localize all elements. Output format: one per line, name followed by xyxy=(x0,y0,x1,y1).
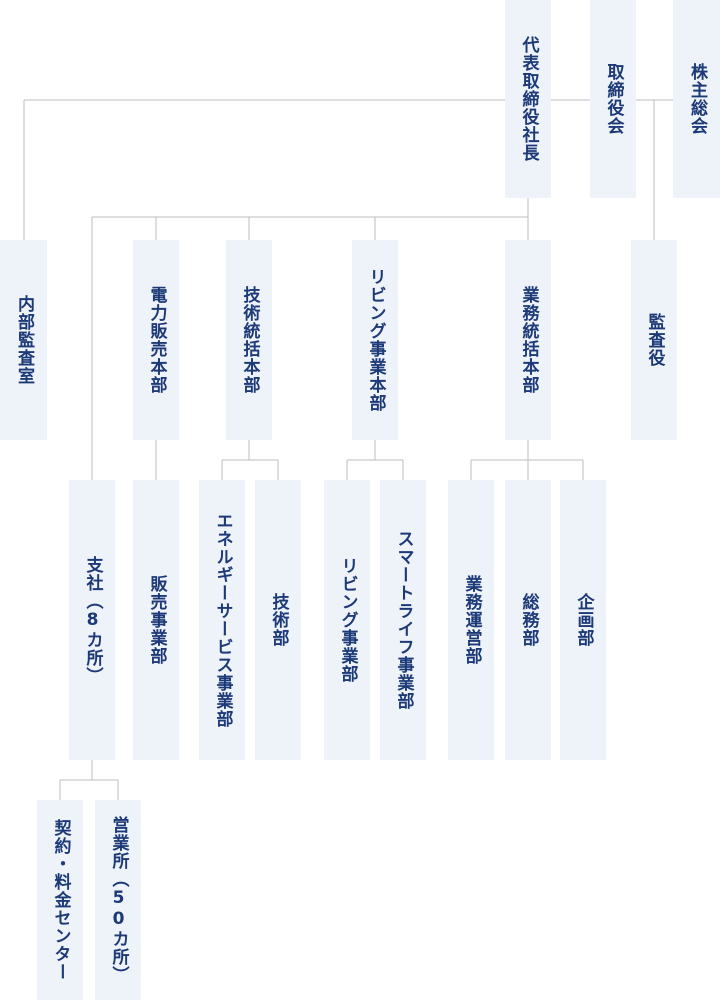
contract-center-box: 契約・料金センター xyxy=(37,800,83,1000)
tech-hq-box: 技術統括本部 xyxy=(226,240,272,440)
planning-dept-box: 企画部 xyxy=(560,480,606,760)
branches-label: 支社（8カ所） xyxy=(82,555,103,685)
branches-box: 支社（8カ所） xyxy=(69,480,115,760)
energy-service-dept-box: エネルギーサービス事業部 xyxy=(199,480,245,760)
shareholders-label: 株主総会 xyxy=(687,63,707,135)
tech-hq-label: 技術統括本部 xyxy=(239,286,260,394)
board-label: 取締役会 xyxy=(603,63,624,135)
living-dept-box: リビング事業部 xyxy=(324,480,370,760)
internal-audit-box: 内部監査室 xyxy=(0,240,47,440)
president-box: 代表取締役社長 xyxy=(505,0,551,198)
auditor-label: 監査役 xyxy=(644,313,665,367)
auditor-box: 監査役 xyxy=(631,240,677,440)
president-label: 代表取締役社長 xyxy=(518,36,539,162)
sales-offices-box: 営業所（50カ所） xyxy=(95,800,141,1000)
shareholders-box: 株主総会 xyxy=(673,0,720,198)
sales-dept-box: 販売事業部 xyxy=(133,480,179,760)
smart-life-dept-label: スマートライフ事業部 xyxy=(393,530,414,710)
tech-dept-box: 技術部 xyxy=(255,480,301,760)
internal-audit-label: 内部監査室 xyxy=(14,295,34,385)
general-affairs-dept-box: 総務部 xyxy=(505,480,551,760)
sales-dept-label: 販売事業部 xyxy=(146,575,167,665)
planning-dept-label: 企画部 xyxy=(573,593,594,647)
board-box: 取締役会 xyxy=(590,0,636,198)
sales-offices-label: 営業所（50カ所） xyxy=(108,816,129,984)
general-affairs-dept-label: 総務部 xyxy=(518,593,539,647)
business-hq-box: 業務統括本部 xyxy=(505,240,551,440)
business-ops-dept-box: 業務運営部 xyxy=(448,480,494,760)
business-ops-dept-label: 業務運営部 xyxy=(461,575,482,665)
power-sales-hq-box: 電力販売本部 xyxy=(133,240,179,440)
power-sales-hq-label: 電力販売本部 xyxy=(146,286,167,394)
tech-dept-label: 技術部 xyxy=(268,593,289,647)
living-hq-label: リビング事業本部 xyxy=(365,268,386,412)
living-dept-label: リビング事業部 xyxy=(337,557,358,683)
contract-center-label: 契約・料金センター xyxy=(50,819,71,981)
business-hq-label: 業務統括本部 xyxy=(518,286,539,394)
smart-life-dept-box: スマートライフ事業部 xyxy=(380,480,426,760)
living-hq-box: リビング事業本部 xyxy=(352,240,398,440)
energy-service-dept-label: エネルギーサービス事業部 xyxy=(212,512,233,728)
